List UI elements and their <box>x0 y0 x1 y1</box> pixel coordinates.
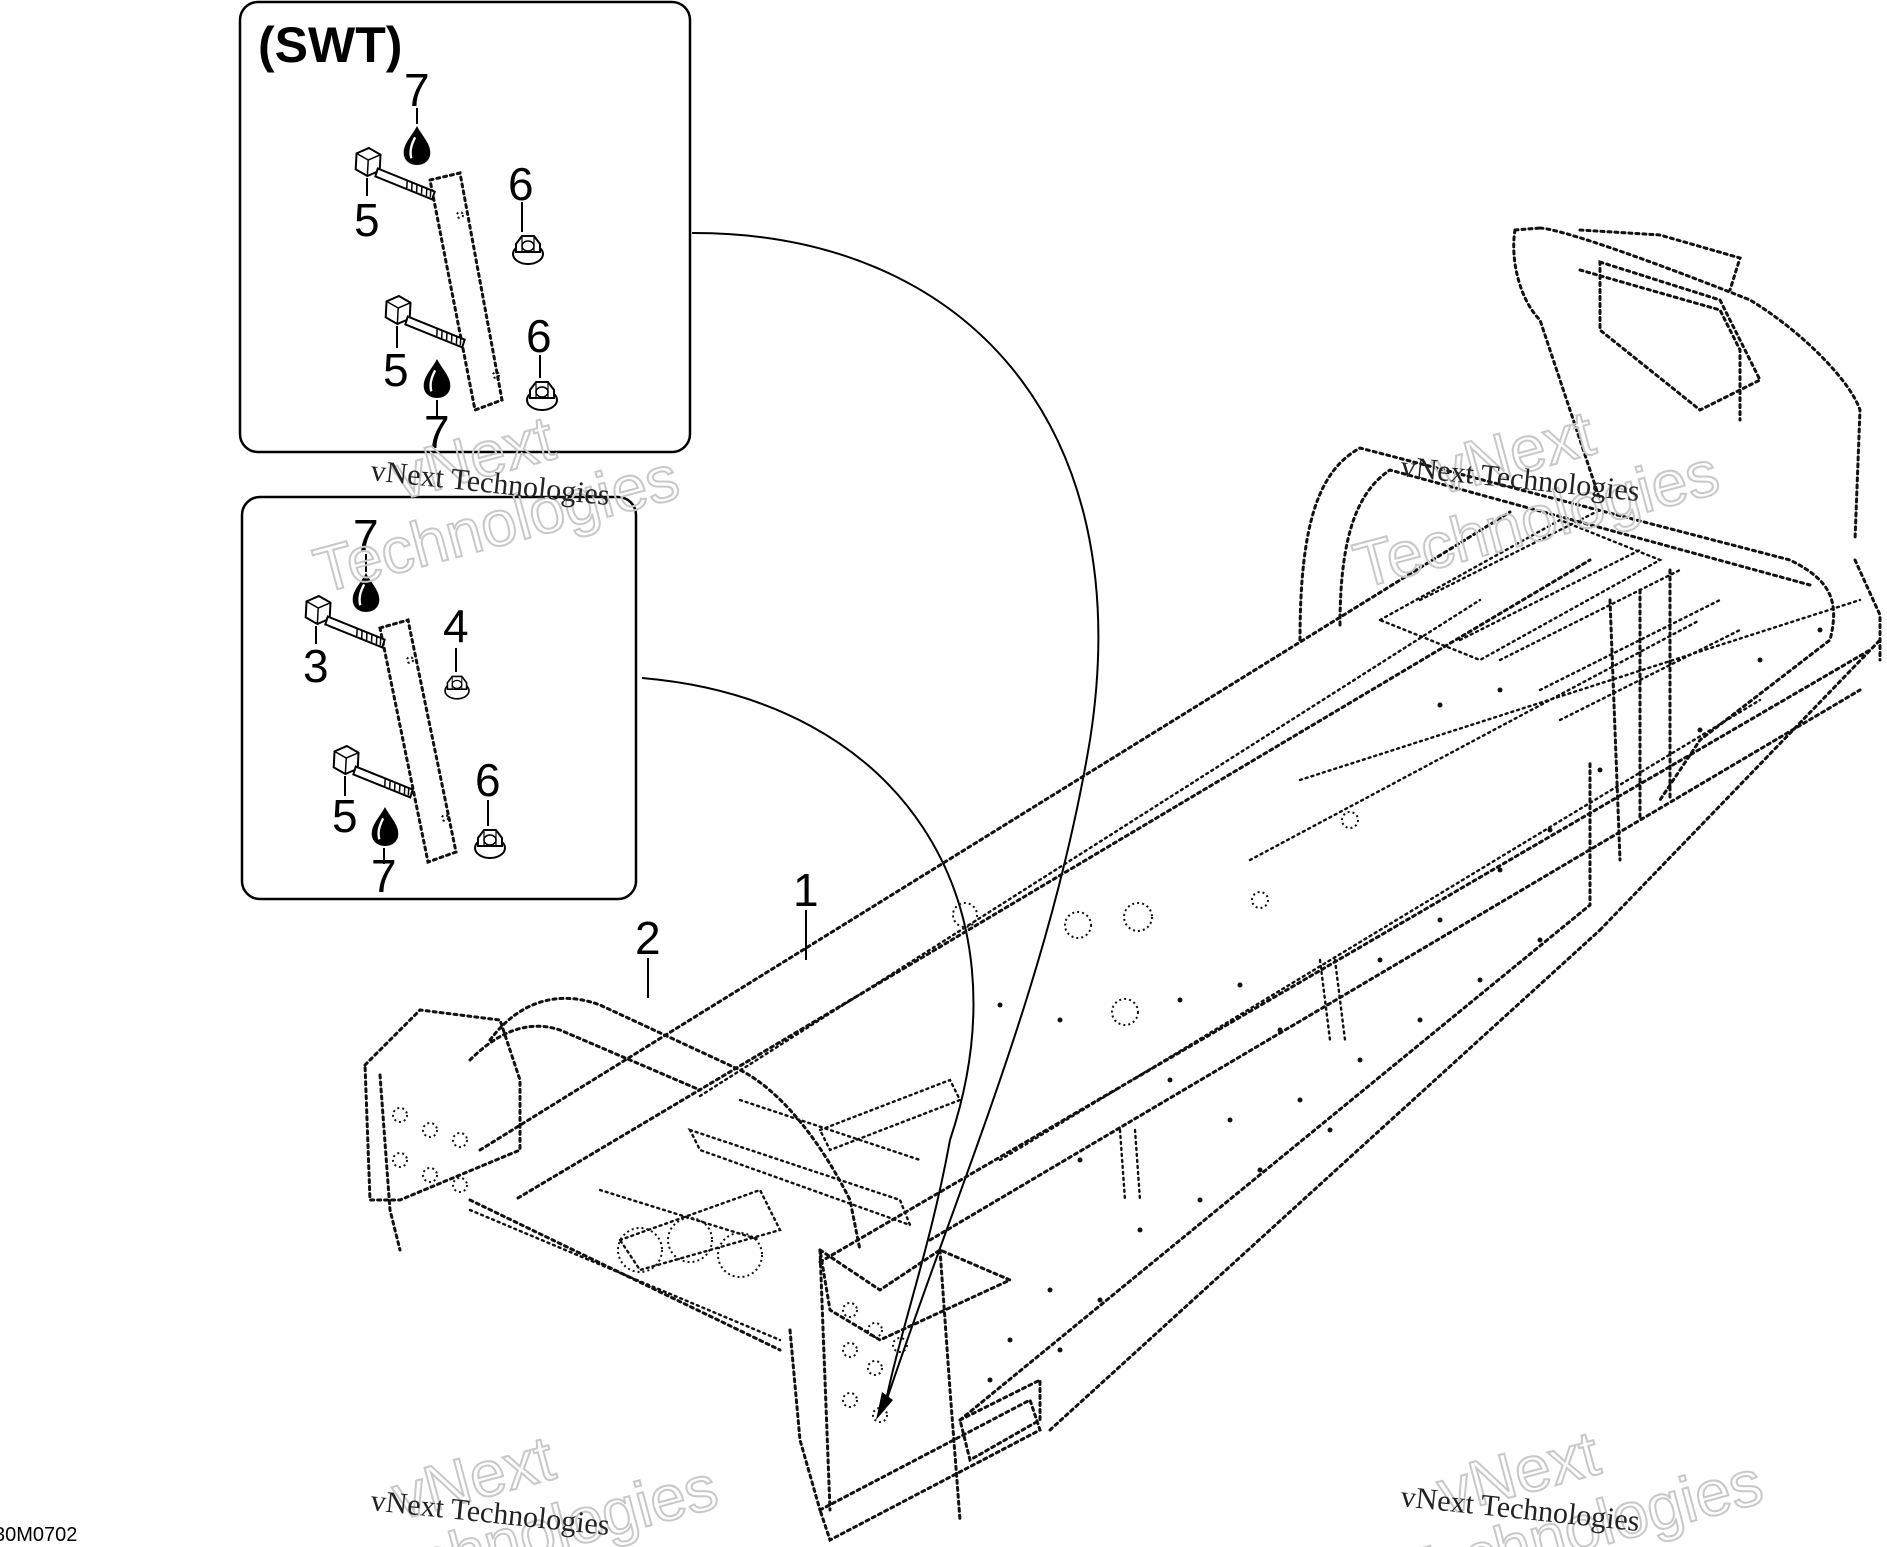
callout-5: 5 <box>354 194 380 246</box>
callout-2: 2 <box>635 912 661 964</box>
callout-7: 7 <box>404 64 430 116</box>
main-callouts: 1 2 <box>635 864 819 998</box>
chassis-frame <box>363 226 1882 1543</box>
inset-swt: (SWT) 7 5 6 5 6 7 <box>238 0 692 458</box>
spacer-bar <box>378 618 458 864</box>
callout-7: 7 <box>353 510 379 562</box>
callout-1: 1 <box>793 864 819 916</box>
callout-5: 5 <box>332 790 358 842</box>
callout-7: 7 <box>424 406 450 458</box>
callout-6: 6 <box>526 310 552 362</box>
figure-code: 30M0702 <box>0 1524 77 1546</box>
connector-curve-top <box>691 231 1100 1403</box>
connector-curves <box>641 231 1100 1420</box>
inset-standard-frame <box>240 495 638 901</box>
callout-3: 3 <box>303 640 329 692</box>
callout-5: 5 <box>383 344 409 396</box>
inset-swt-frame <box>238 0 692 454</box>
spacer-bar <box>428 171 504 413</box>
connector-curve-bottom <box>641 677 975 1411</box>
inset-standard: 7 3 4 5 6 7 <box>240 495 638 902</box>
watermark: vNext Technologies vNext Technologies vN… <box>306 396 1771 1547</box>
callout-6: 6 <box>475 754 501 806</box>
callout-6: 6 <box>508 158 534 210</box>
arrow-head-icon <box>876 1392 893 1420</box>
callout-4: 4 <box>443 600 469 652</box>
inset-swt-title: (SWT) <box>258 17 402 73</box>
callout-7: 7 <box>371 850 397 902</box>
